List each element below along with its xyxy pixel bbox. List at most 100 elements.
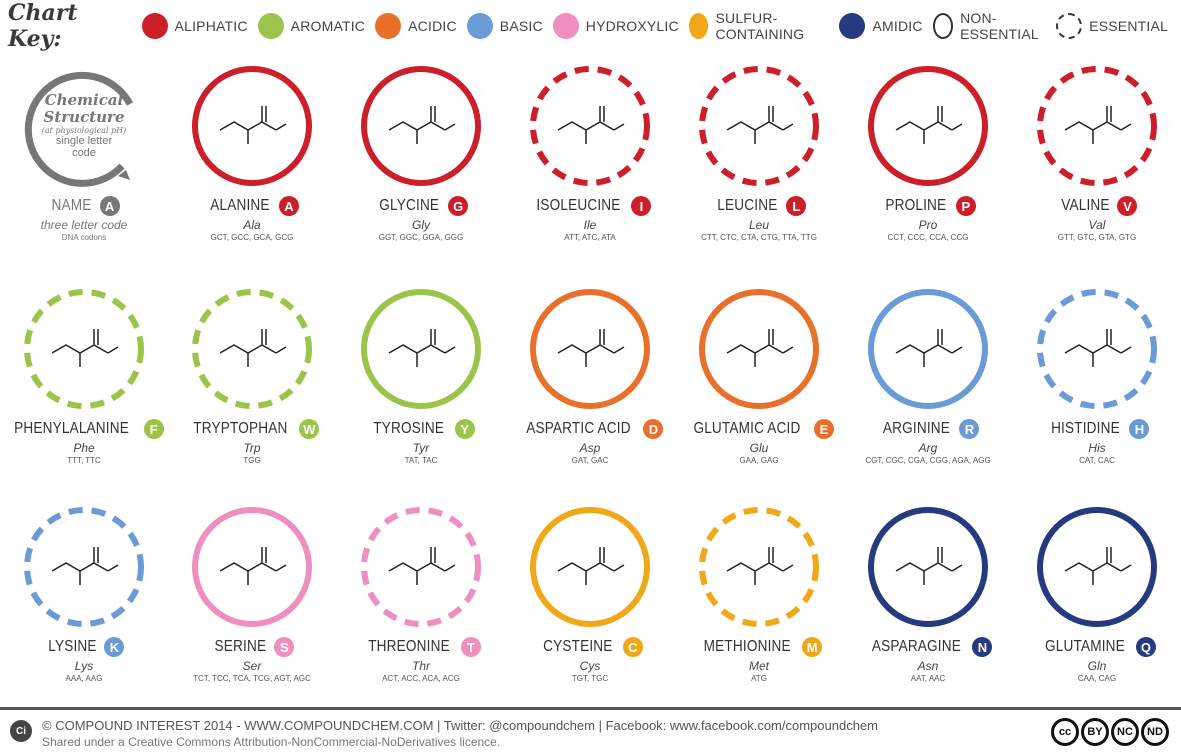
dna-codons: CCT, CCC, CCA, CCG — [887, 233, 969, 242]
structure-icon — [361, 66, 481, 186]
amino-acid-ring — [528, 64, 652, 188]
dna-codons: GAT, GAC — [571, 456, 609, 465]
dna-codons: TAT, TAC — [404, 456, 438, 465]
footer-divider — [0, 707, 1181, 710]
three-letter-code: Thr — [412, 659, 430, 673]
amino-acid-ring — [359, 505, 483, 629]
legend-line5: code — [72, 147, 96, 159]
amino-acid-name-row: VALINE V — [1013, 196, 1181, 216]
key-item: ESSENTIAL — [1056, 13, 1168, 39]
legend-line3: (at physiological pH) — [41, 126, 127, 135]
three-letter-code: Asp — [579, 441, 601, 455]
structure-icon — [530, 289, 650, 409]
dna-codons: TGG — [243, 456, 261, 465]
letter-code-badge: M — [802, 637, 823, 657]
structure-icon — [361, 507, 481, 627]
cc-icon: cc — [1051, 718, 1079, 746]
structure-icon — [24, 507, 144, 627]
three-letter-code: Gln — [1087, 659, 1107, 673]
key-label: BASIC — [499, 18, 543, 34]
three-letter-code: Pro — [918, 218, 938, 232]
amino-acid-name: GLUTAMINE — [1045, 638, 1125, 655]
key-label: SULFUR-CONTAINING — [715, 10, 805, 42]
dna-codons: ATG — [751, 674, 767, 683]
footer-copyright: © COMPOUND INTEREST 2014 - WWW.COMPOUNDC… — [42, 718, 878, 733]
amino-acid-name: PROLINE — [885, 197, 947, 214]
three-letter-code: Ile — [583, 218, 597, 232]
amino-acid-name: LEUCINE — [716, 197, 778, 214]
key-item: ALIPHATIC — [141, 13, 248, 39]
key-item: BASIC — [466, 13, 543, 39]
structure-icon — [1037, 507, 1157, 627]
key-label: AMIDIC — [872, 18, 923, 34]
three-letter-code: Trp — [243, 441, 261, 455]
amino-acid-name: CYSTEINE — [543, 638, 613, 655]
amino-acid-name: GLUTAMIC ACID — [693, 420, 801, 437]
letter-code-badge: V — [1117, 196, 1138, 216]
dna-codons: CTT, CTC, CTA, CTG, TTA, TTG — [701, 233, 817, 242]
legend-line4: single letter — [55, 135, 113, 147]
three-letter-code: Val — [1088, 218, 1106, 232]
three-letter-code: Cys — [579, 659, 601, 673]
amino-acid-name: ASPARAGINE — [871, 638, 961, 655]
amino-acid-ring — [1035, 64, 1159, 188]
legend-text: Chemical Structure (at physiological pH)… — [22, 92, 146, 160]
letter-code-badge: T — [461, 637, 482, 657]
structure-icon — [530, 66, 650, 186]
key-label: AROMATIC — [290, 18, 366, 34]
key-swatch-icon — [141, 13, 168, 39]
key-item: AMIDIC — [839, 13, 922, 39]
key-swatch-icon — [839, 13, 866, 39]
amino-acid-name: PHENYLALANINE — [14, 420, 130, 437]
structure-icon — [192, 66, 312, 186]
amino-acid-ring — [190, 505, 314, 629]
structure-icon — [1037, 66, 1157, 186]
chart-key-title: Chart Key: — [8, 0, 78, 52]
letter-code-badge: E — [813, 419, 834, 439]
three-letter-code: His — [1088, 441, 1106, 455]
legend-cell: Chemical Structure (at physiological pH)… — [0, 64, 168, 284]
amino-acid-name: TYROSINE — [373, 420, 445, 437]
key-item: NON-ESSENTIAL — [932, 10, 1046, 42]
amino-acid-ring — [1035, 287, 1159, 411]
letter-code-badge: P — [955, 196, 976, 216]
key-swatch-icon — [932, 13, 954, 39]
key-item: HYDROXYLIC — [552, 13, 679, 39]
letter-code-badge: Q — [1135, 637, 1156, 657]
dna-codons: TTT, TTC — [67, 456, 101, 465]
three-letter-code: Tyr — [412, 441, 430, 455]
structure-icon — [868, 289, 988, 409]
amino-acid-name: SERINE — [214, 638, 266, 655]
amino-acid-name-row: GLUTAMINE Q — [1013, 637, 1181, 657]
letter-code-badge: H — [1129, 419, 1150, 439]
key-item: AROMATIC — [257, 13, 366, 39]
letter-code-badge: F — [143, 419, 164, 439]
amino-acid-name-row: PHENYLALANINE F — [0, 419, 168, 439]
key-item: SULFUR-CONTAINING — [688, 10, 830, 42]
amino-acid-name: ASPARTIC ACID — [525, 420, 631, 437]
three-letter-code: Met — [748, 659, 769, 673]
structure-icon — [699, 289, 819, 409]
amino-acid-name: ARGININE — [882, 420, 950, 437]
key-swatch-icon — [466, 13, 493, 39]
amino-acid-name: TRYPTOPHAN — [192, 420, 288, 437]
amino-acid-name: VALINE — [1060, 197, 1110, 214]
amino-acid-name: ALANINE — [210, 197, 270, 214]
key-label: ACIDIC — [408, 18, 457, 34]
dna-codons: GGT, GGC, GGA, GGG — [378, 233, 464, 242]
three-letter-code: Gly — [412, 218, 430, 232]
amino-acid-ring — [866, 64, 990, 188]
